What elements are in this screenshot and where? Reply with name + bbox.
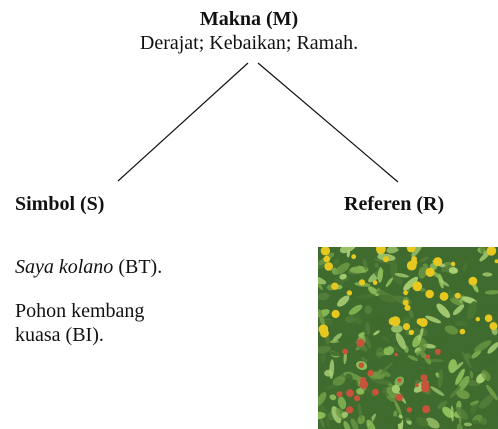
meaning-description: Derajat; Kebaikan; Ramah. [139, 32, 359, 54]
flowering-tree-photo-icon [318, 247, 498, 429]
symbol-term: Saya kolano (BT). [15, 256, 162, 279]
meaning-title: Makna (M) [199, 8, 299, 30]
symbol-translation-line2: kuasa (BI). [15, 324, 104, 346]
referent-title: Referen (R) [344, 193, 445, 215]
symbol-term-suffix: (BT). [113, 256, 163, 278]
symbol-term-italic: Saya kolano [15, 256, 114, 278]
left-edge-line [117, 62, 249, 182]
symbol-translation-line1: Pohon kembang [15, 300, 145, 322]
right-edge-line [257, 62, 399, 183]
symbol-title: Simbol (S) [15, 193, 105, 215]
referent-photo [318, 247, 498, 429]
